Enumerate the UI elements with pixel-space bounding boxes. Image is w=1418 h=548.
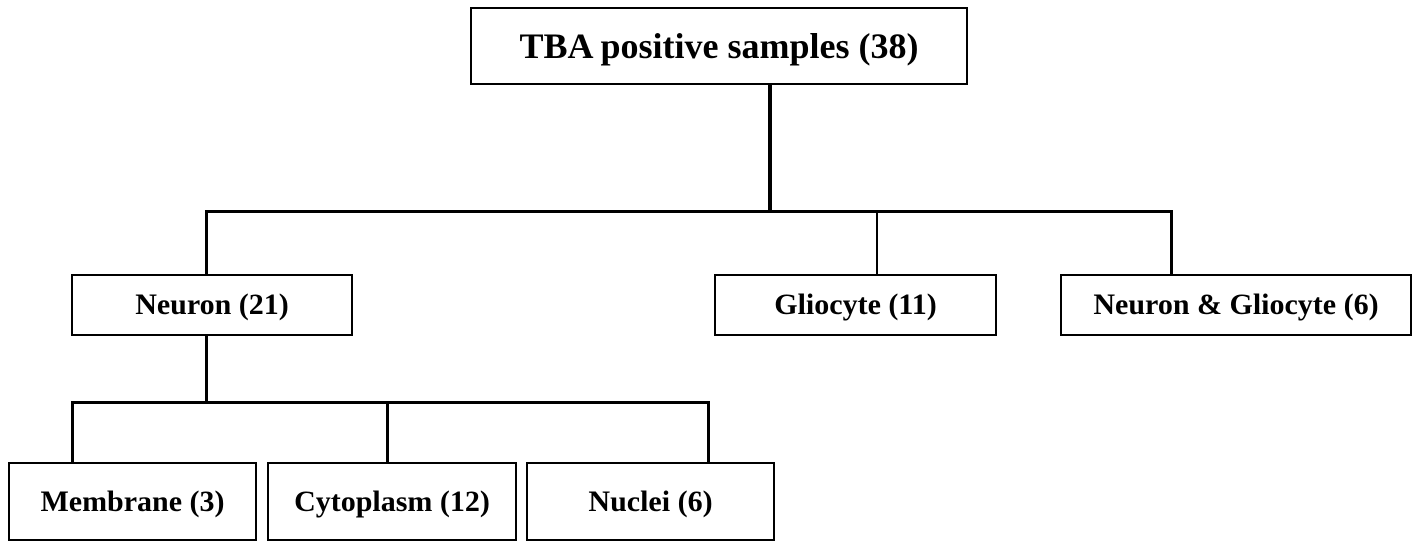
node-membrane-label: Membrane (3) [40, 484, 225, 518]
node-neuron: Neuron (21) [71, 274, 353, 336]
connector-root-trunk [768, 84, 772, 213]
node-nuclei: Nuclei (6) [526, 462, 775, 541]
node-neuron-gliocyte: Neuron & Gliocyte (6) [1060, 274, 1412, 336]
node-membrane: Membrane (3) [8, 462, 257, 541]
connector-to-gliocyte [876, 212, 878, 275]
node-cytoplasm: Cytoplasm (12) [267, 462, 517, 541]
connector-to-cytoplasm [386, 401, 389, 463]
root-node: TBA positive samples (38) [470, 7, 968, 85]
connector-to-nuclei [707, 401, 710, 463]
node-nuclei-label: Nuclei (6) [588, 484, 713, 518]
node-neuron-label: Neuron (21) [135, 288, 289, 321]
connector-neuron-trunk [205, 334, 208, 404]
node-cytoplasm-label: Cytoplasm (12) [294, 484, 490, 518]
node-neuron-gliocyte-label: Neuron & Gliocyte (6) [1093, 288, 1379, 321]
connector-to-neuron [205, 210, 208, 275]
root-node-label: TBA positive samples (38) [519, 26, 919, 66]
connector-level2-bar [71, 401, 710, 404]
node-gliocyte-label: Gliocyte (11) [774, 288, 937, 321]
connector-level1-bar [205, 210, 1173, 213]
node-gliocyte: Gliocyte (11) [714, 274, 997, 336]
connector-to-neuron-gliocyte [1170, 210, 1173, 275]
connector-to-membrane [71, 401, 74, 463]
